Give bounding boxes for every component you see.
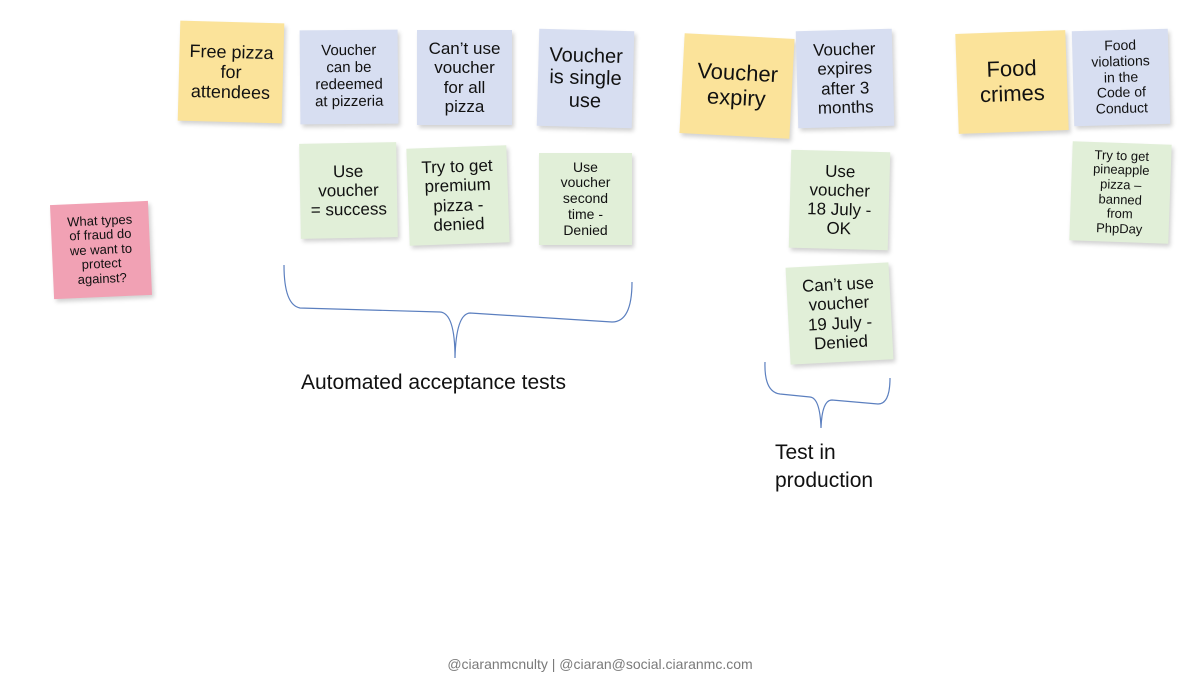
automated-acceptance-tests-label: Automated acceptance tests: [301, 371, 566, 394]
footer-credits: @ciaranmcnulty | @ciaran@social.ciaranmc…: [447, 656, 753, 672]
note-cant-use-voucher-all-pizza[interactable]: Can’t use voucher for all pizza: [417, 30, 512, 125]
production-tests-brace: [764, 361, 891, 429]
note-second-time-denied[interactable]: Use voucher second time - Denied: [539, 153, 632, 245]
test-in-production-label: Test in production: [775, 441, 874, 493]
automated-tests-brace: [283, 264, 633, 359]
